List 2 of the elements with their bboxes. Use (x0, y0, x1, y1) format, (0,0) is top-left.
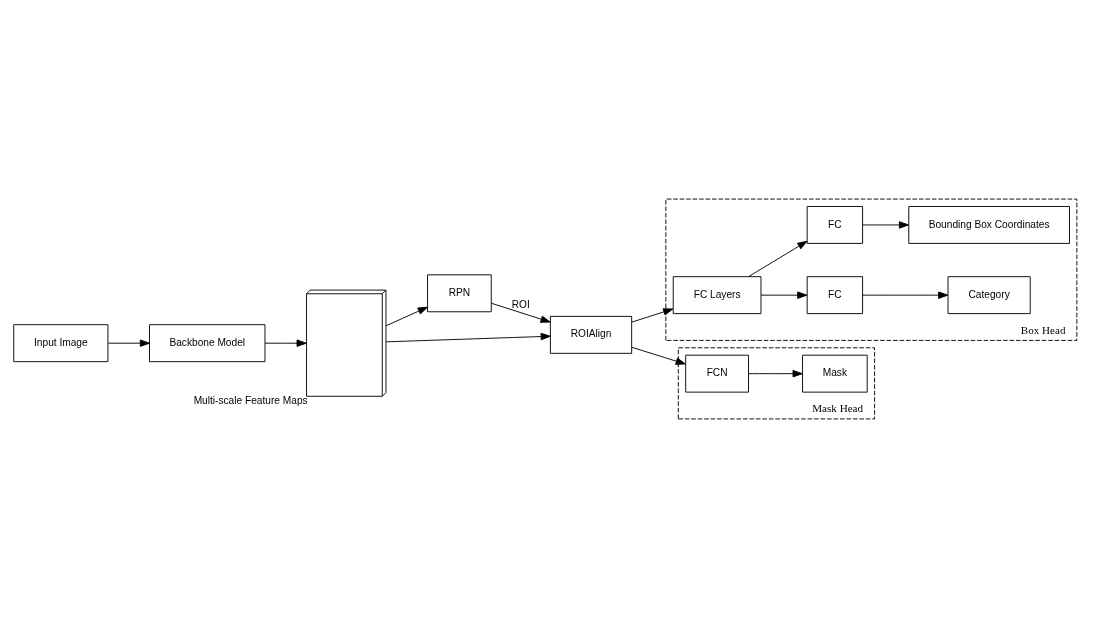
node-label: Multi-scale Feature Maps (193, 395, 308, 407)
edge-label: ROI (511, 298, 530, 310)
